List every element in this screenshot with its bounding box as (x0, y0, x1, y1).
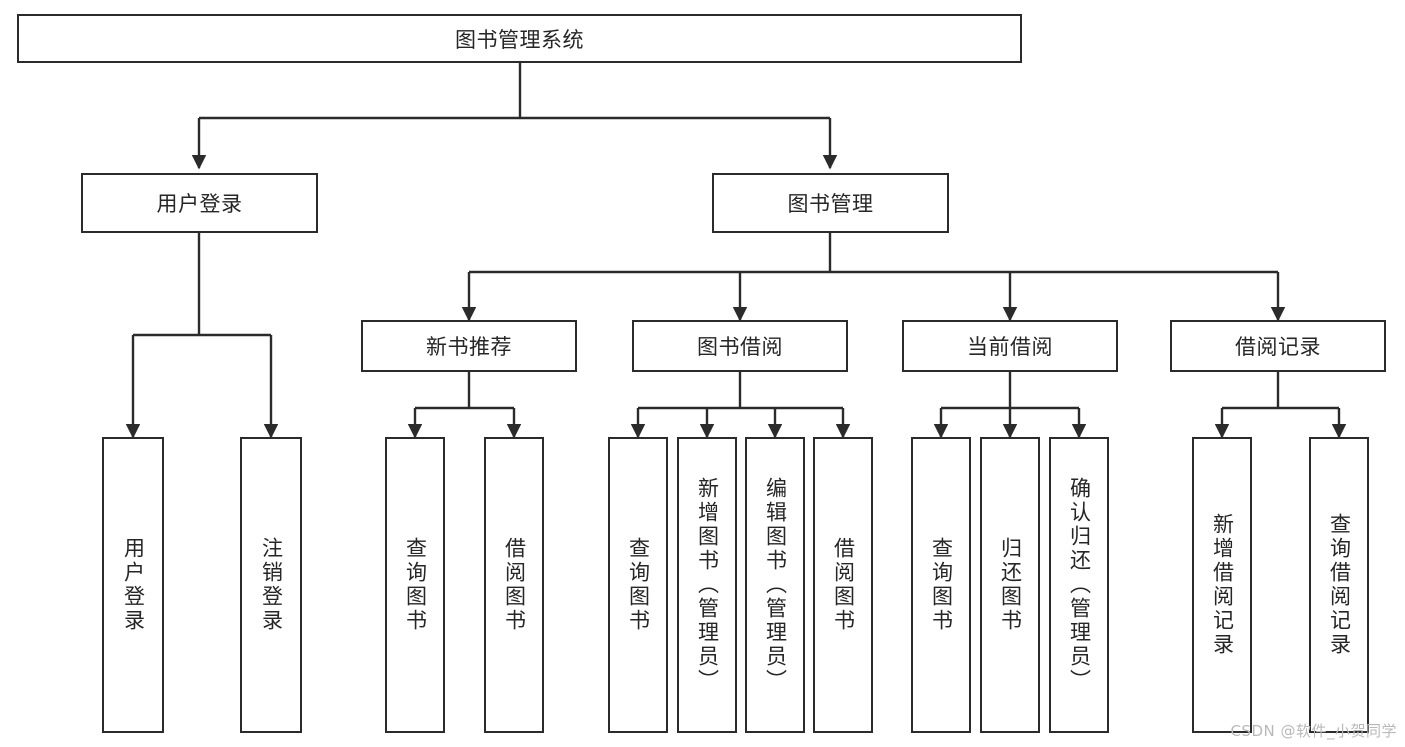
node-label: 借阅图书 (831, 537, 856, 633)
node-label: 确认归还（管理员） (1067, 477, 1092, 693)
node-leaf-user-login[interactable]: 用户登录 (102, 437, 164, 733)
node-leaf-borrow-book-2[interactable]: 借阅图书 (813, 437, 873, 733)
node-label: 新增图书（管理员） (695, 477, 720, 693)
node-label: 图书管理系统 (455, 27, 584, 52)
node-label: 注销登录 (259, 537, 284, 633)
node-current-borrow[interactable]: 当前借阅 (902, 320, 1118, 372)
node-label: 查询借阅记录 (1327, 513, 1352, 657)
node-new-book-recommend[interactable]: 新书推荐 (361, 320, 577, 372)
node-leaf-borrow-book-1[interactable]: 借阅图书 (484, 437, 544, 733)
node-label: 归还图书 (998, 537, 1023, 633)
node-leaf-query-book-2[interactable]: 查询图书 (608, 437, 668, 733)
node-label: 查询图书 (626, 537, 651, 633)
node-label: 查询图书 (403, 537, 428, 633)
node-leaf-query-book-3[interactable]: 查询图书 (911, 437, 971, 733)
node-label: 用户登录 (156, 192, 243, 216)
node-user-login[interactable]: 用户登录 (81, 173, 318, 233)
node-book-borrow[interactable]: 图书借阅 (632, 320, 848, 372)
node-borrow-record[interactable]: 借阅记录 (1170, 320, 1386, 372)
node-label: 借阅记录 (1235, 335, 1321, 359)
node-label: 新书推荐 (426, 335, 512, 359)
node-label: 编辑图书（管理员） (763, 477, 788, 693)
node-root-system[interactable]: 图书管理系统 (17, 14, 1022, 63)
watermark-text: CSDN @软件_小贺同学 (1230, 722, 1397, 740)
node-label: 当前借阅 (967, 335, 1053, 359)
node-leaf-add-record[interactable]: 新增借阅记录 (1192, 437, 1252, 733)
node-label: 用户登录 (121, 537, 146, 633)
node-book-manage[interactable]: 图书管理 (712, 173, 949, 233)
node-label: 新增借阅记录 (1210, 513, 1235, 657)
node-label: 图书管理 (787, 192, 874, 216)
node-leaf-return-book[interactable]: 归还图书 (980, 437, 1040, 733)
node-leaf-logout[interactable]: 注销登录 (240, 437, 302, 733)
node-label: 图书借阅 (697, 335, 783, 359)
node-leaf-query-record[interactable]: 查询借阅记录 (1309, 437, 1369, 733)
node-leaf-edit-book[interactable]: 编辑图书（管理员） (745, 437, 805, 733)
node-label: 借阅图书 (502, 537, 527, 633)
node-leaf-add-book[interactable]: 新增图书（管理员） (677, 437, 737, 733)
node-label: 查询图书 (929, 537, 954, 633)
node-leaf-query-book-1[interactable]: 查询图书 (385, 437, 445, 733)
node-leaf-confirm-return[interactable]: 确认归还（管理员） (1049, 437, 1109, 733)
